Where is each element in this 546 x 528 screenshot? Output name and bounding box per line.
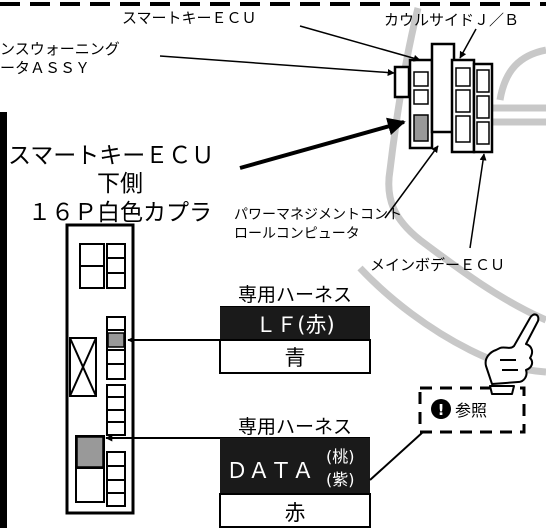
harness1-color: 青 <box>285 346 306 370</box>
callout-title-line2: 下側 <box>97 171 143 197</box>
label-cowl-side-jb: カウルサイドＪ／Ｂ <box>384 11 519 29</box>
power-management-computer-unit <box>430 42 456 134</box>
label-smartkey-ecu: スマートキーＥＣＵ <box>122 9 257 27</box>
connector-16p <box>65 223 135 515</box>
harness2-title: 専用ハーネス <box>238 416 352 438</box>
harness1-box <box>219 306 371 374</box>
label-pmc-line2: ロールコンピュータ <box>234 226 360 242</box>
callout-title-line1: スマートキーＥＣＵ <box>8 143 214 169</box>
harness2-color: 赤 <box>285 501 306 525</box>
leader-lines <box>159 25 487 249</box>
exclamation-mark: ! <box>438 401 445 419</box>
reference-label: 参照 <box>455 401 487 420</box>
left-border-bar <box>0 112 7 528</box>
label-warning-buzzer-line2: ータＡＳＳＹ <box>0 59 90 77</box>
harness2-wire: ＤＡＴＡ <box>226 459 314 484</box>
ecu-cluster-details <box>413 67 490 145</box>
harness2-wire-color2: (紫) <box>326 470 355 489</box>
label-pmc-line1: パワーマネジメントコント <box>234 207 402 223</box>
label-warning-buzzer-line1: ンスウォーニング <box>0 40 120 58</box>
exclamation-icon <box>431 399 451 419</box>
warning-buzzer <box>393 65 411 99</box>
harness1-title: 専用ハーネス <box>238 284 352 306</box>
reference-leader <box>369 431 424 481</box>
harness2-wire-color1: (桃) <box>326 447 355 466</box>
harness1-wire: ＬＦ(赤) <box>255 313 334 337</box>
label-main-body-ecu: メインボデーＥＣＵ <box>370 256 505 274</box>
harness2-box <box>219 437 371 528</box>
pointing-hand-icon <box>484 313 540 395</box>
callout-arrow <box>239 117 406 170</box>
callout-title-line3: １６Ｐ白色カプラ <box>28 200 212 226</box>
